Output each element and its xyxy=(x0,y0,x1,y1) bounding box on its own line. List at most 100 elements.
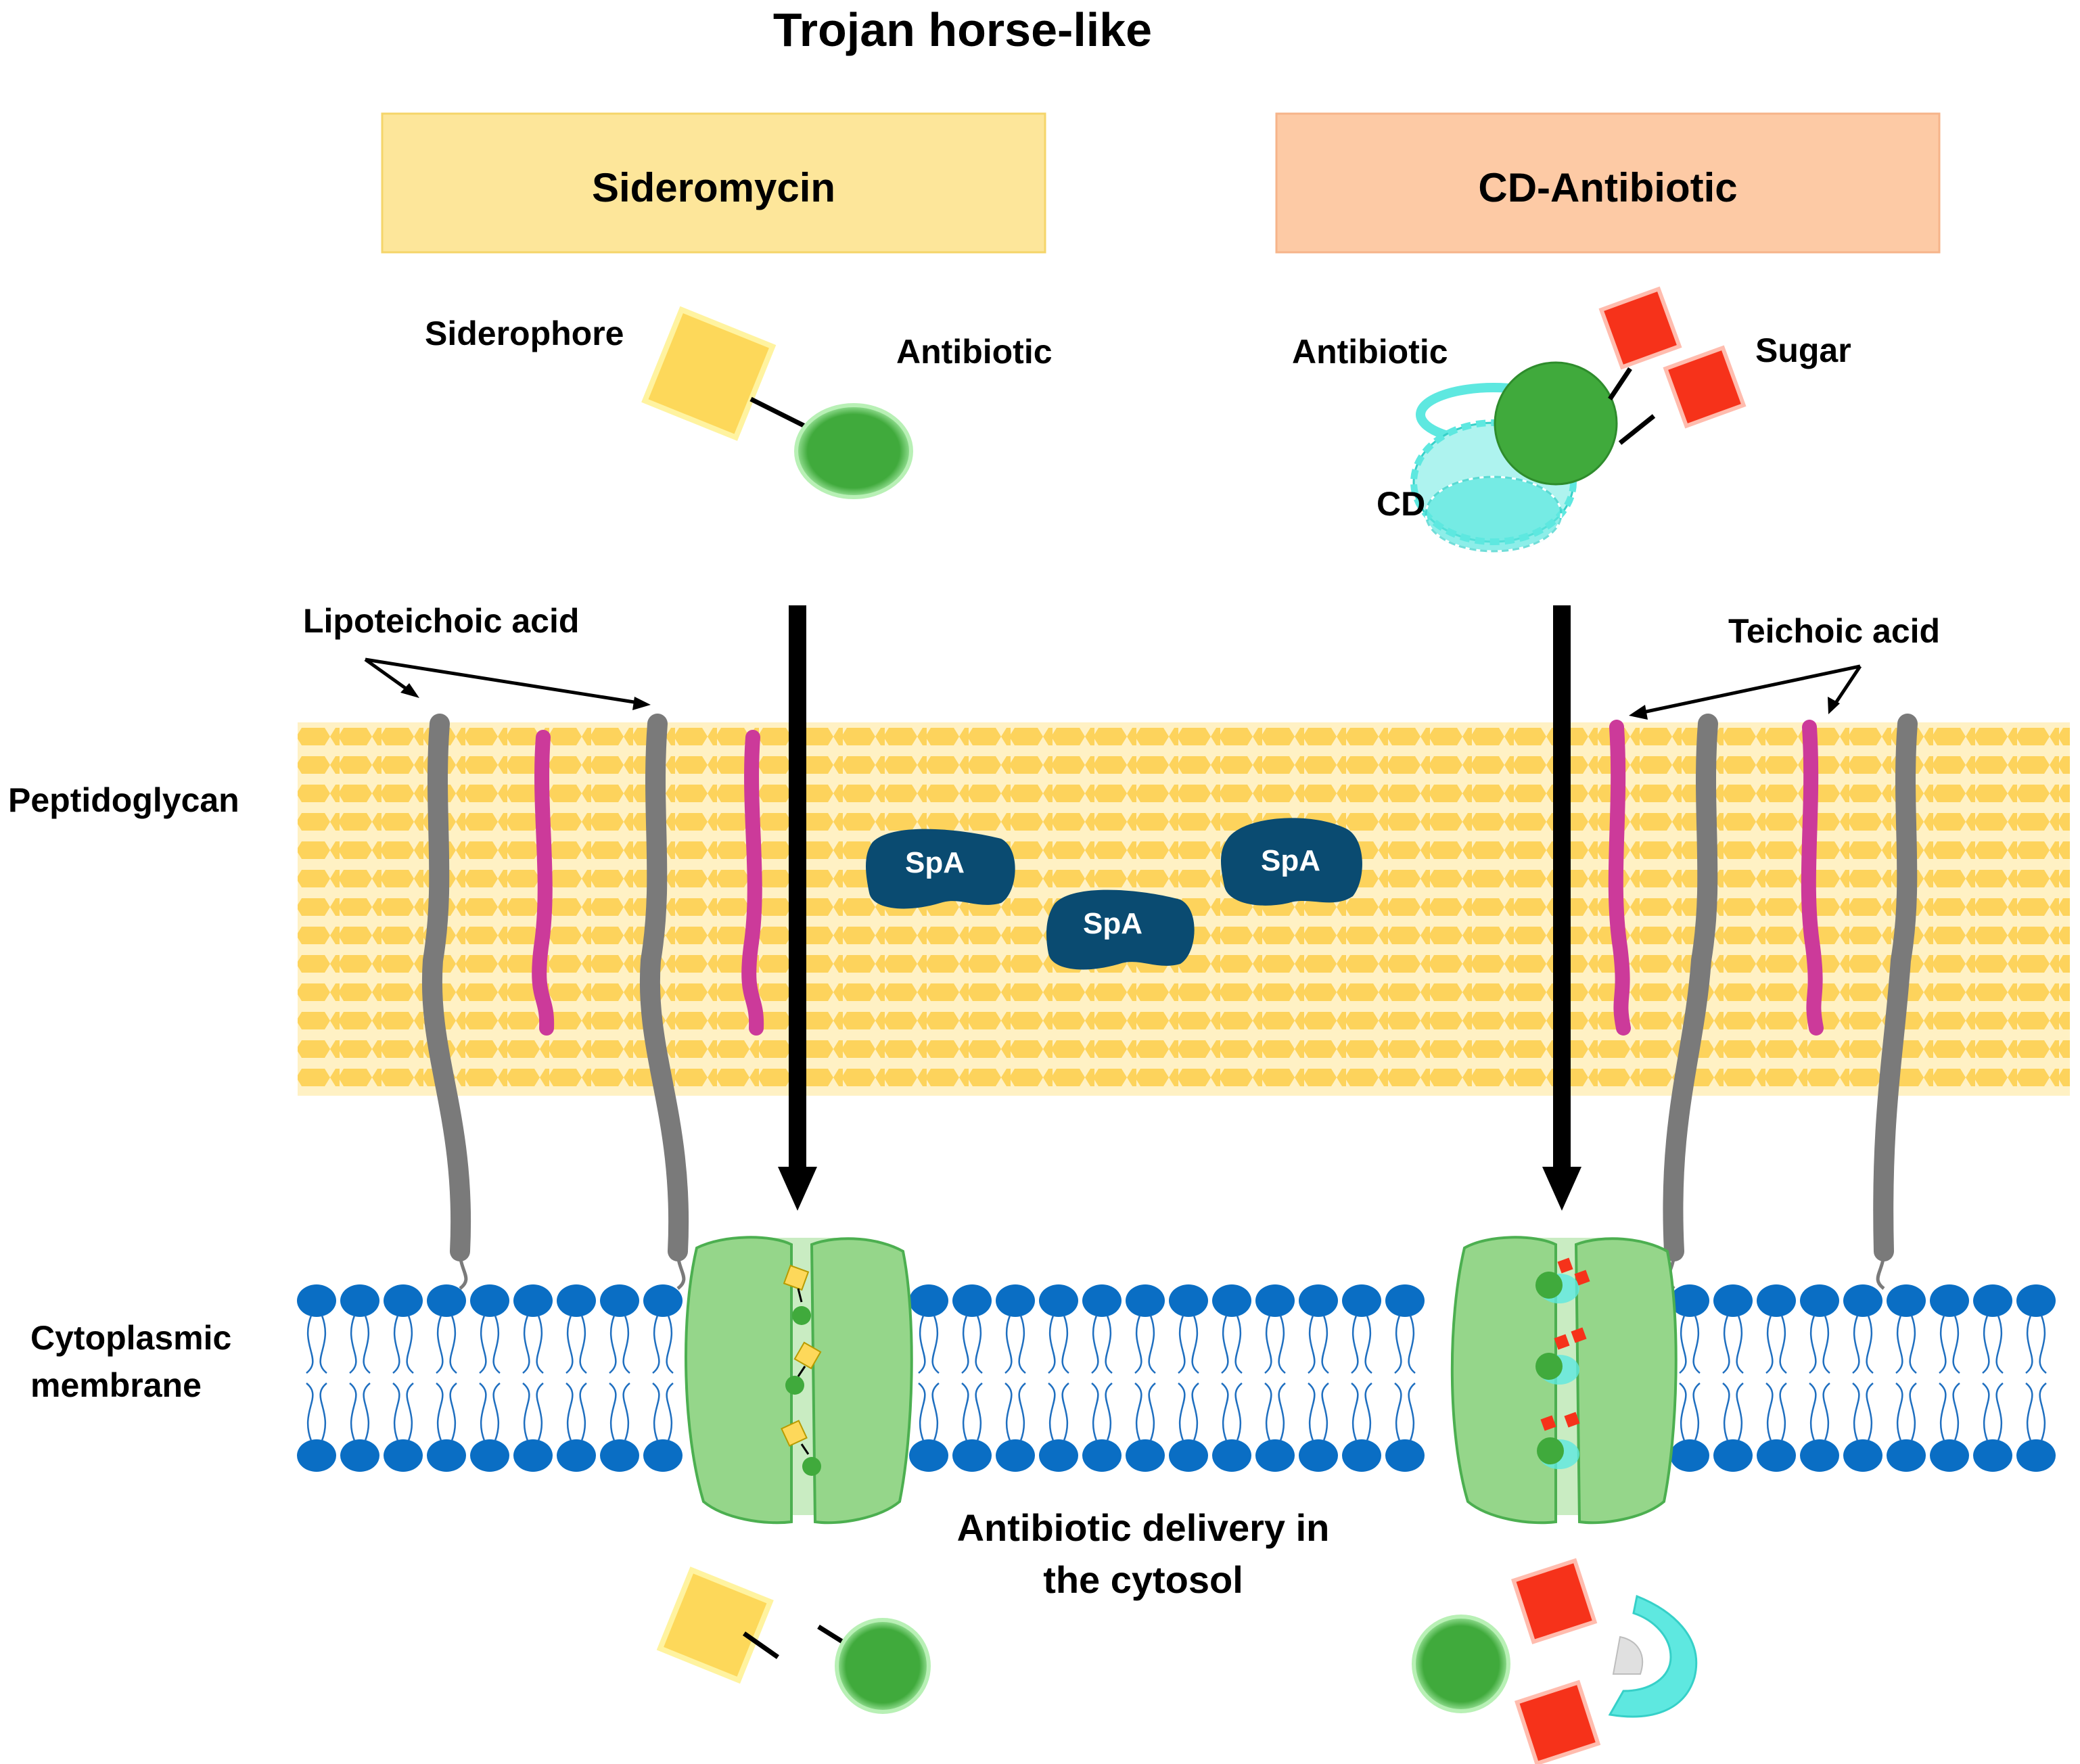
lipid-head xyxy=(1385,1439,1425,1472)
peptidoglycan-label: Peptidoglycan xyxy=(8,781,239,819)
lipid-head xyxy=(1169,1284,1208,1317)
teichoic-acid-2 xyxy=(741,730,764,1036)
delivery-label-line1: Antibiotic delivery in xyxy=(957,1506,1330,1549)
sideromycin-molecule: Siderophore Antibiotic xyxy=(425,306,1053,499)
teichoic-acid-1 xyxy=(532,730,555,1036)
lipid-head xyxy=(1212,1439,1251,1472)
lipid-head xyxy=(2016,1439,2056,1472)
lipid-tails xyxy=(436,1315,457,1441)
spa-label-3: SpA xyxy=(1261,844,1320,877)
cd-antibiotic-box xyxy=(1275,112,1941,254)
lipid-tails xyxy=(652,1315,674,1441)
released-cd-antibiotic xyxy=(1412,1558,1698,1764)
lipid-head xyxy=(1930,1284,1969,1317)
siderophore-transporter xyxy=(685,1236,913,1525)
lipid-head xyxy=(1800,1439,1839,1472)
lipid-tails xyxy=(609,1315,630,1441)
lipid-head xyxy=(1169,1439,1208,1472)
delivery-label-line2: the cytosol xyxy=(1043,1558,1243,1601)
sugar-square-2 xyxy=(1663,345,1747,429)
lipid-tails xyxy=(1351,1315,1372,1441)
lipid-head xyxy=(470,1284,509,1317)
lipid-head xyxy=(384,1284,423,1317)
lipid-tails xyxy=(1004,1315,1026,1441)
teichoic-callout: Teichoic acid xyxy=(1629,612,1940,720)
lipid-head xyxy=(1930,1439,1969,1472)
lipid-head xyxy=(1800,1284,1839,1317)
lipid-head xyxy=(470,1439,509,1472)
teichoic-acid-3 xyxy=(1608,720,1631,1036)
lipid-head xyxy=(1887,1284,1926,1317)
lipid-head xyxy=(1039,1284,1078,1317)
released-siderophore xyxy=(656,1566,774,1684)
lipid-tails xyxy=(1852,1315,1874,1441)
cd-antibiotic-heading: CD-Antibiotic xyxy=(1478,165,1737,210)
lipid-tails xyxy=(349,1315,371,1441)
lipid-head xyxy=(427,1284,466,1317)
lipid-tails xyxy=(1308,1315,1329,1441)
sugar-square-1 xyxy=(1598,286,1682,370)
lipid-tails xyxy=(1264,1315,1286,1441)
lipid-head xyxy=(643,1284,683,1317)
released-antibiotic-left xyxy=(835,1618,931,1714)
lipid-head xyxy=(1887,1439,1926,1472)
lipid-tails xyxy=(1221,1315,1243,1441)
antibiotic-label-left: Antibiotic xyxy=(896,333,1053,371)
lipid-head xyxy=(557,1439,596,1472)
lipoteichoic-acids xyxy=(421,714,1918,1261)
lipid-head xyxy=(1299,1284,1338,1317)
lipid-head xyxy=(1342,1439,1381,1472)
lipid-head xyxy=(340,1284,379,1317)
lipid-head xyxy=(1255,1284,1295,1317)
lipid-tails xyxy=(1895,1315,1917,1441)
cytoplasmic-membrane xyxy=(297,1284,2056,1472)
teichoic-acids xyxy=(532,720,1824,1036)
sugar-label: Sugar xyxy=(1755,331,1851,369)
cd-antibiotic-panel: CD-Antibiotic xyxy=(1275,112,1941,254)
lipid-head xyxy=(340,1439,379,1472)
lipid-head xyxy=(1670,1284,1709,1317)
sideromycin-panel: Sideromycin xyxy=(381,112,1046,254)
lipid-head xyxy=(1039,1439,1078,1472)
sugar-linker-2 xyxy=(1618,414,1656,445)
diagram-title: Trojan horse-like xyxy=(773,3,1152,56)
lipid-head xyxy=(1843,1439,1882,1472)
lipid-head xyxy=(513,1284,553,1317)
lipid-head xyxy=(1212,1284,1251,1317)
lipid-head xyxy=(643,1439,683,1472)
lipid-head xyxy=(1713,1439,1753,1472)
antibiotic-circle xyxy=(794,403,913,499)
lipid-tails xyxy=(1939,1315,1960,1441)
lipid-tails xyxy=(392,1315,414,1441)
antibiotic-circle-cd xyxy=(1494,361,1618,486)
lipid-head xyxy=(600,1284,639,1317)
left-transport-arrow xyxy=(778,605,817,1211)
lipid-tails xyxy=(522,1315,544,1441)
lipid-head xyxy=(427,1439,466,1472)
siderophore-label: Siderophore xyxy=(425,315,624,352)
lipid-head xyxy=(557,1284,596,1317)
released-antibiotic-right xyxy=(1412,1615,1510,1713)
lipid-tails xyxy=(961,1315,983,1441)
released-sugar-1 xyxy=(1510,1558,1598,1644)
lipid-tails xyxy=(1809,1315,1830,1441)
lipid-head xyxy=(1126,1284,1165,1317)
lipid-head xyxy=(952,1284,992,1317)
antibiotic-label-right: Antibiotic xyxy=(1292,333,1448,371)
cd-antibiotic-molecule: Antibiotic Sugar CD xyxy=(1292,286,1851,553)
lipid-head xyxy=(1670,1439,1709,1472)
lipid-head xyxy=(1843,1284,1882,1317)
spa-protein-1: SpA xyxy=(866,829,1015,909)
lipid-head xyxy=(909,1439,948,1472)
lipid-head xyxy=(1126,1439,1165,1472)
lipid-tails xyxy=(1679,1315,1701,1441)
sugar-linker-1 xyxy=(1608,367,1632,400)
released-cyclodextrin xyxy=(1608,1594,1698,1718)
lipid-head xyxy=(1385,1284,1425,1317)
spa-label-2: SpA xyxy=(1083,907,1142,940)
lipid-head xyxy=(1082,1439,1122,1472)
lipoteichoic-label: Lipoteichoic acid xyxy=(303,602,579,640)
lipid-tails xyxy=(1765,1315,1787,1441)
lipid-head xyxy=(1757,1439,1796,1472)
